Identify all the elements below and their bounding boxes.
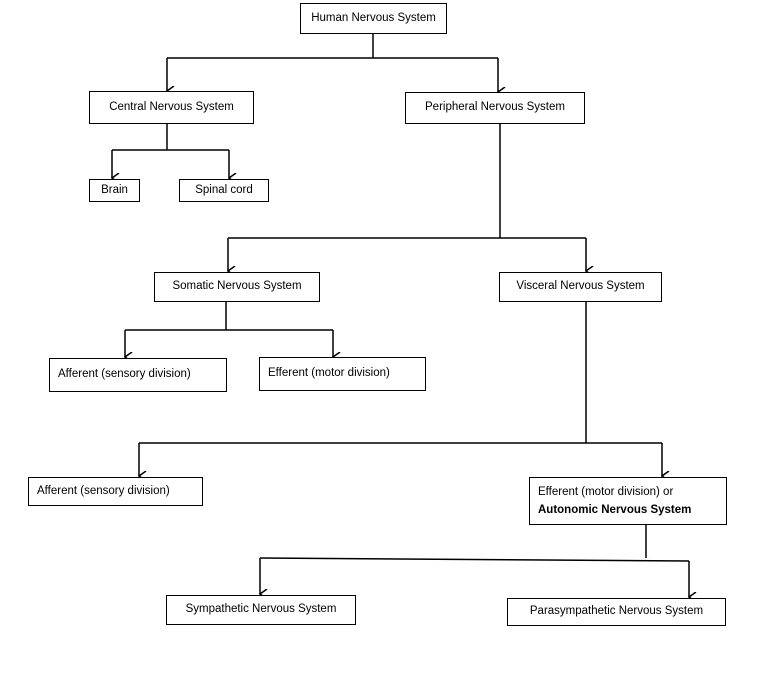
node-human-nervous-system: Human Nervous System [300, 3, 447, 34]
node-autonomic-nervous-system: Efferent (motor division) or Autonomic N… [529, 477, 727, 525]
connector-peripheral-split [228, 124, 586, 239]
node-label: Sympathetic Nervous System [185, 603, 337, 616]
connector-somatic-split [125, 302, 333, 331]
connector-human-split [167, 34, 498, 59]
node-sympathetic-nervous-system: Sympathetic Nervous System [166, 595, 356, 625]
node-parasympathetic-nervous-system: Parasympathetic Nervous System [507, 598, 726, 626]
node-label: Brain [101, 183, 128, 196]
connector-visceral-split [139, 302, 662, 444]
node-label-line1: Efferent (motor division) or [538, 485, 674, 498]
node-label: Visceral Nervous System [516, 280, 645, 293]
node-label: Somatic Nervous System [172, 280, 302, 293]
node-peripheral-nervous-system: Peripheral Nervous System [405, 92, 585, 124]
connector-autonomic-split [259, 524, 690, 562]
node-label: Afferent (sensory division) [37, 484, 170, 497]
node-somatic-efferent: Efferent (motor division) [259, 357, 426, 391]
node-central-nervous-system: Central Nervous System [89, 91, 254, 124]
node-brain: Brain [89, 179, 140, 202]
node-somatic-afferent: Afferent (sensory division) [49, 358, 227, 392]
node-label: Parasympathetic Nervous System [529, 605, 704, 618]
node-label: Efferent (motor division) [268, 367, 390, 380]
connector-central-split [112, 124, 229, 151]
node-label: Afferent (sensory division) [58, 368, 191, 381]
node-somatic-nervous-system: Somatic Nervous System [154, 272, 320, 302]
node-label: Spinal cord [195, 183, 253, 196]
node-spinal-cord: Spinal cord [179, 179, 269, 202]
node-visceral-afferent: Afferent (sensory division) [28, 477, 203, 506]
node-label-line2: Autonomic Nervous System [538, 504, 692, 516]
node-visceral-nervous-system: Visceral Nervous System [499, 272, 662, 302]
node-label: Human Nervous System [311, 11, 436, 24]
node-label: Peripheral Nervous System [425, 101, 565, 114]
node-label: Central Nervous System [109, 100, 234, 113]
